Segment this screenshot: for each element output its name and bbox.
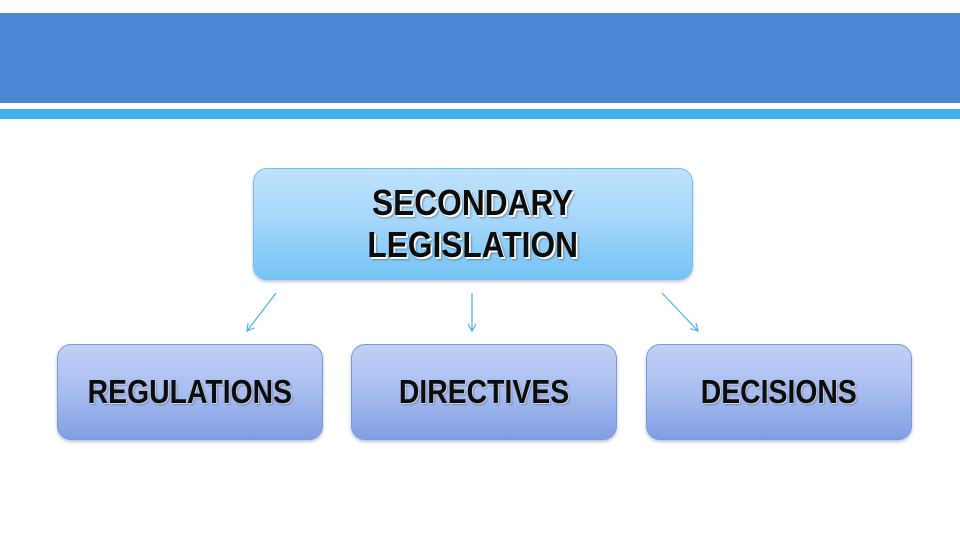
root-node-text: SECONDARY LEGISLATION xyxy=(353,182,592,266)
root-node-line-2: LEGISLATION xyxy=(367,224,579,265)
root-node-secondary-legislation: SECONDARY LEGISLATION xyxy=(253,168,693,280)
header-band xyxy=(0,13,960,103)
header-stripe xyxy=(0,109,960,119)
connector-arrow-regulations xyxy=(246,292,277,332)
child-node-decisions: DECISIONS xyxy=(646,344,912,440)
root-node-line-1: SECONDARY xyxy=(372,182,574,223)
child-node-directives: DIRECTIVES xyxy=(351,344,617,440)
connector-arrow-decisions xyxy=(661,292,699,332)
child-node-label: REGULATIONS xyxy=(87,373,293,410)
child-node-label: DIRECTIVES xyxy=(398,373,570,410)
child-node-regulations: REGULATIONS xyxy=(57,344,323,440)
child-node-label: DECISIONS xyxy=(700,373,858,410)
